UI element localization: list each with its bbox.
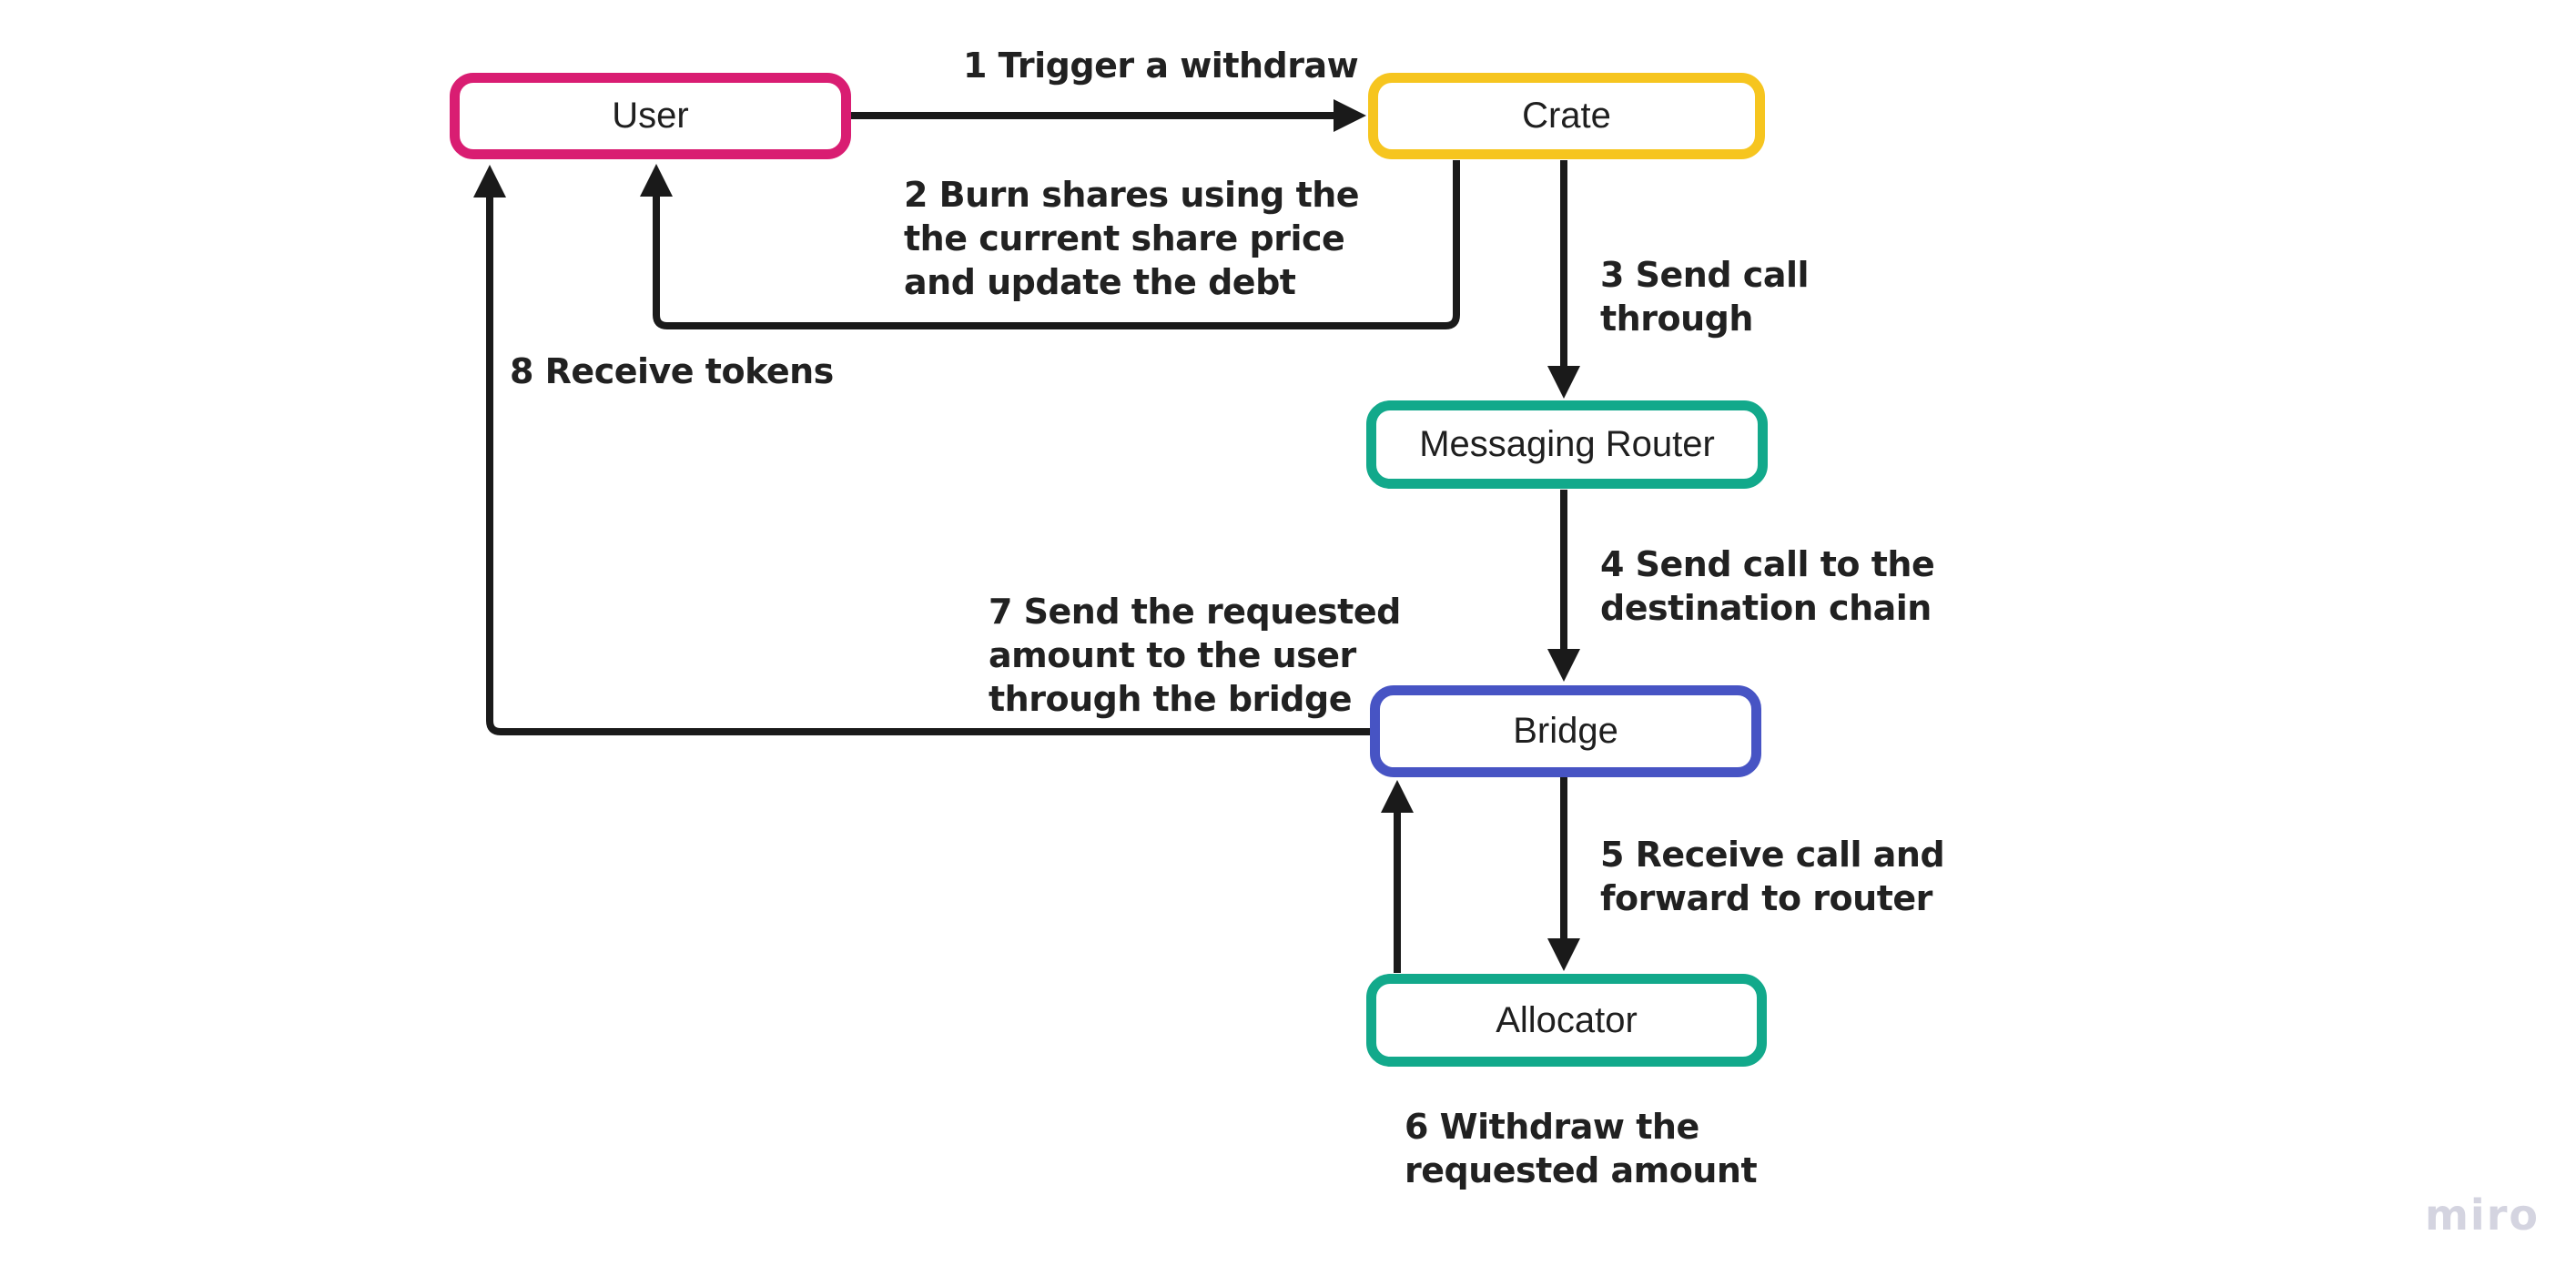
arrow-step3-head bbox=[1547, 366, 1580, 399]
node-crate: Crate bbox=[1368, 73, 1765, 159]
arrow-step2-head bbox=[640, 164, 673, 197]
node-allocator-label: Allocator bbox=[1496, 999, 1638, 1040]
edge-label-step1: 1 Trigger a withdraw bbox=[963, 46, 1359, 86]
arrow-step1-head bbox=[1334, 99, 1366, 132]
edge-label-step8: 8 Receive tokens bbox=[510, 351, 834, 391]
node-crate-label: Crate bbox=[1522, 96, 1611, 136]
edge-label-step7: 7 Send the requested amount to the user … bbox=[989, 592, 1401, 719]
edge-label-step4: 4 Send call to the destination chain bbox=[1600, 544, 1935, 628]
node-bridge: Bridge bbox=[1370, 685, 1761, 777]
edge-label-step2: 2 Burn shares using the the current shar… bbox=[904, 175, 1360, 302]
arrow-step2-line bbox=[653, 160, 1460, 329]
miro-watermark: miro bbox=[2425, 1190, 2540, 1240]
node-messaging-router-label: Messaging Router bbox=[1419, 424, 1715, 464]
edge-label-step6: 6 Withdraw the requested amount bbox=[1405, 1107, 1758, 1190]
node-allocator: Allocator bbox=[1366, 974, 1767, 1067]
node-user: User bbox=[450, 73, 851, 159]
arrow-step5-head bbox=[1547, 938, 1580, 971]
node-user-label: User bbox=[612, 96, 689, 136]
arrow-step7-8-line bbox=[486, 194, 1371, 735]
arrow-step6-head bbox=[1381, 780, 1414, 813]
arrow-step7-8-head bbox=[473, 165, 506, 197]
edge-label-step3: 3 Send call through bbox=[1600, 255, 1810, 339]
edge-label-step5: 5 Receive call and forward to router bbox=[1600, 835, 1945, 918]
arrow-step4-head bbox=[1547, 649, 1580, 682]
node-bridge-label: Bridge bbox=[1513, 711, 1618, 751]
node-messaging-router: Messaging Router bbox=[1366, 400, 1768, 489]
